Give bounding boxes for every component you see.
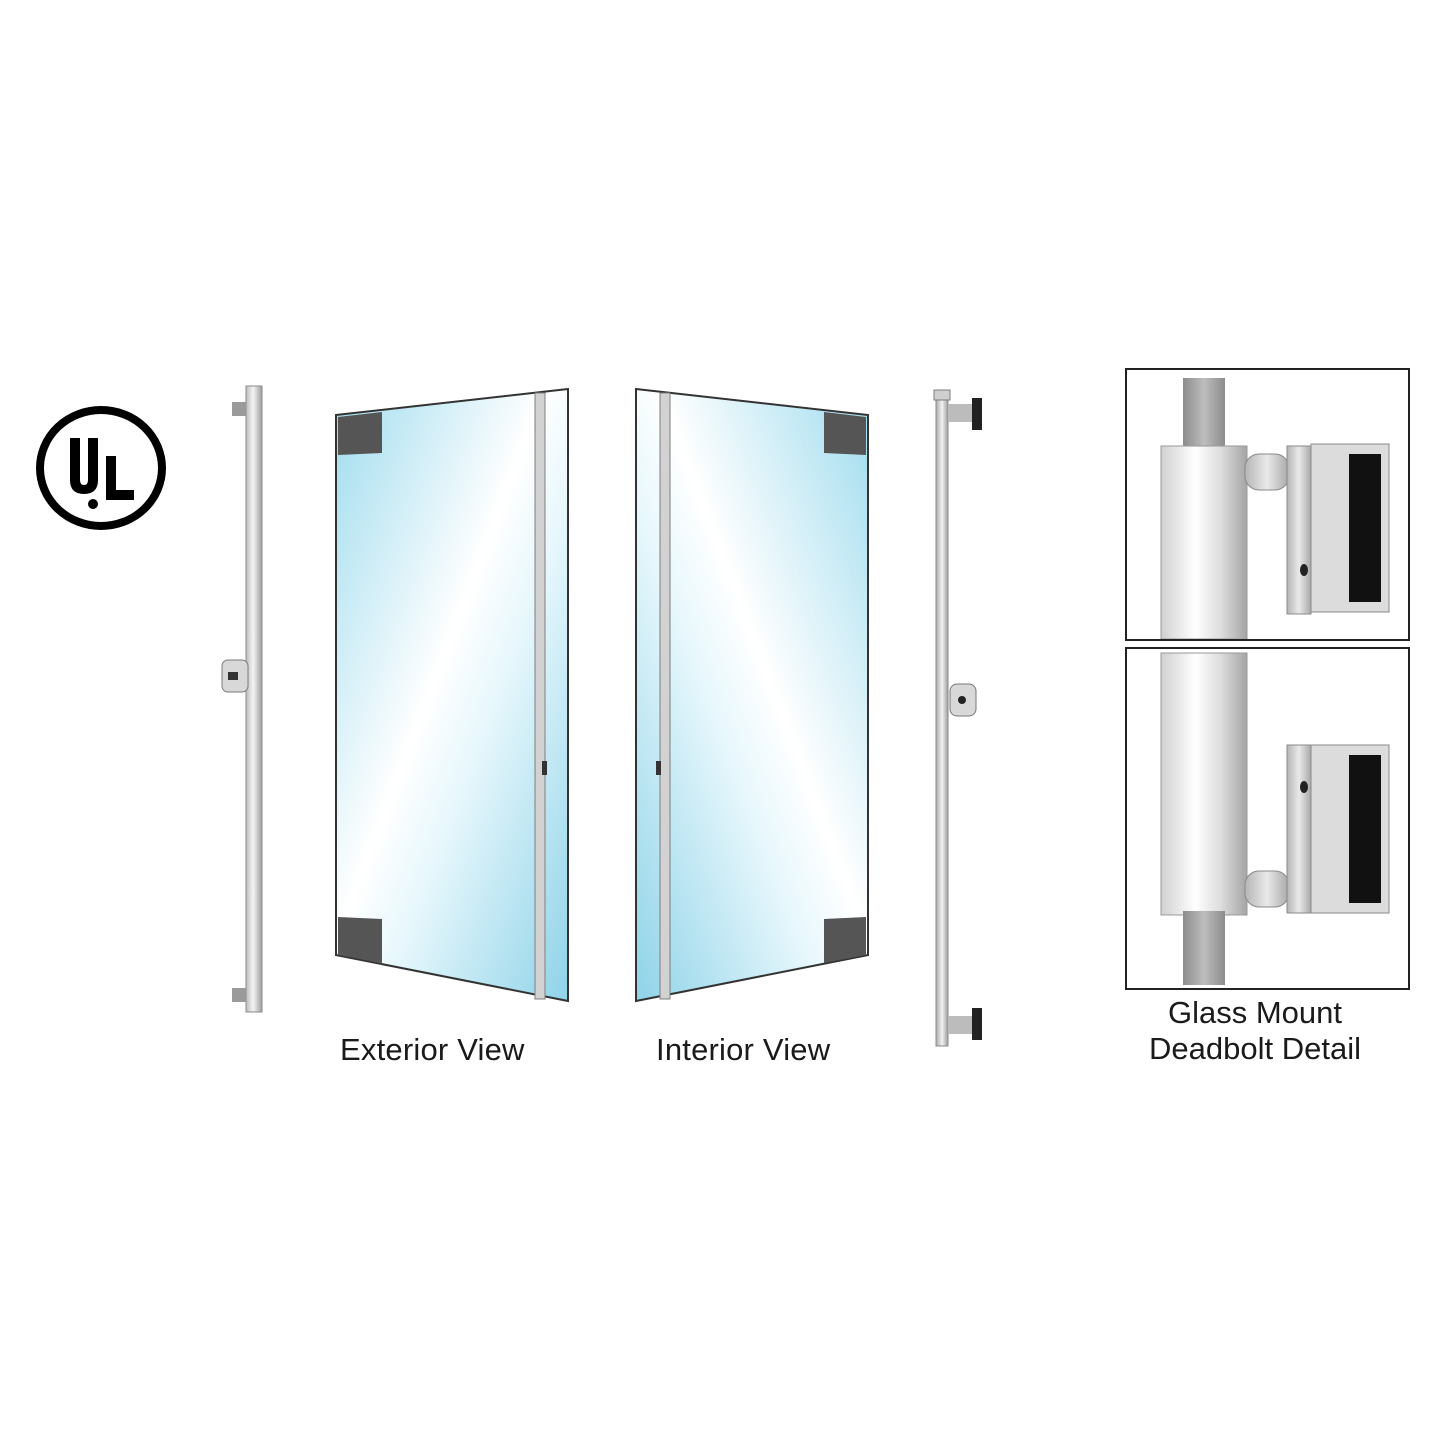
ul-logo-icon xyxy=(36,406,166,530)
interior-handle-profile xyxy=(928,388,988,1048)
deadbolt-detail-bottom-image xyxy=(1125,647,1410,990)
interior-door-view xyxy=(630,385,875,1005)
detail-caption-line-2: Deadbolt Detail xyxy=(1149,1031,1361,1066)
exterior-door-view xyxy=(330,385,575,1005)
exterior-handle-profile xyxy=(220,380,280,1020)
exterior-view-caption: Exterior View xyxy=(340,1032,525,1067)
detail-caption-line-1: Glass Mount xyxy=(1167,995,1342,1030)
deadbolt-detail-top-image xyxy=(1125,368,1410,641)
ul-logo xyxy=(34,404,168,532)
interior-view-caption: Interior View xyxy=(656,1032,831,1067)
